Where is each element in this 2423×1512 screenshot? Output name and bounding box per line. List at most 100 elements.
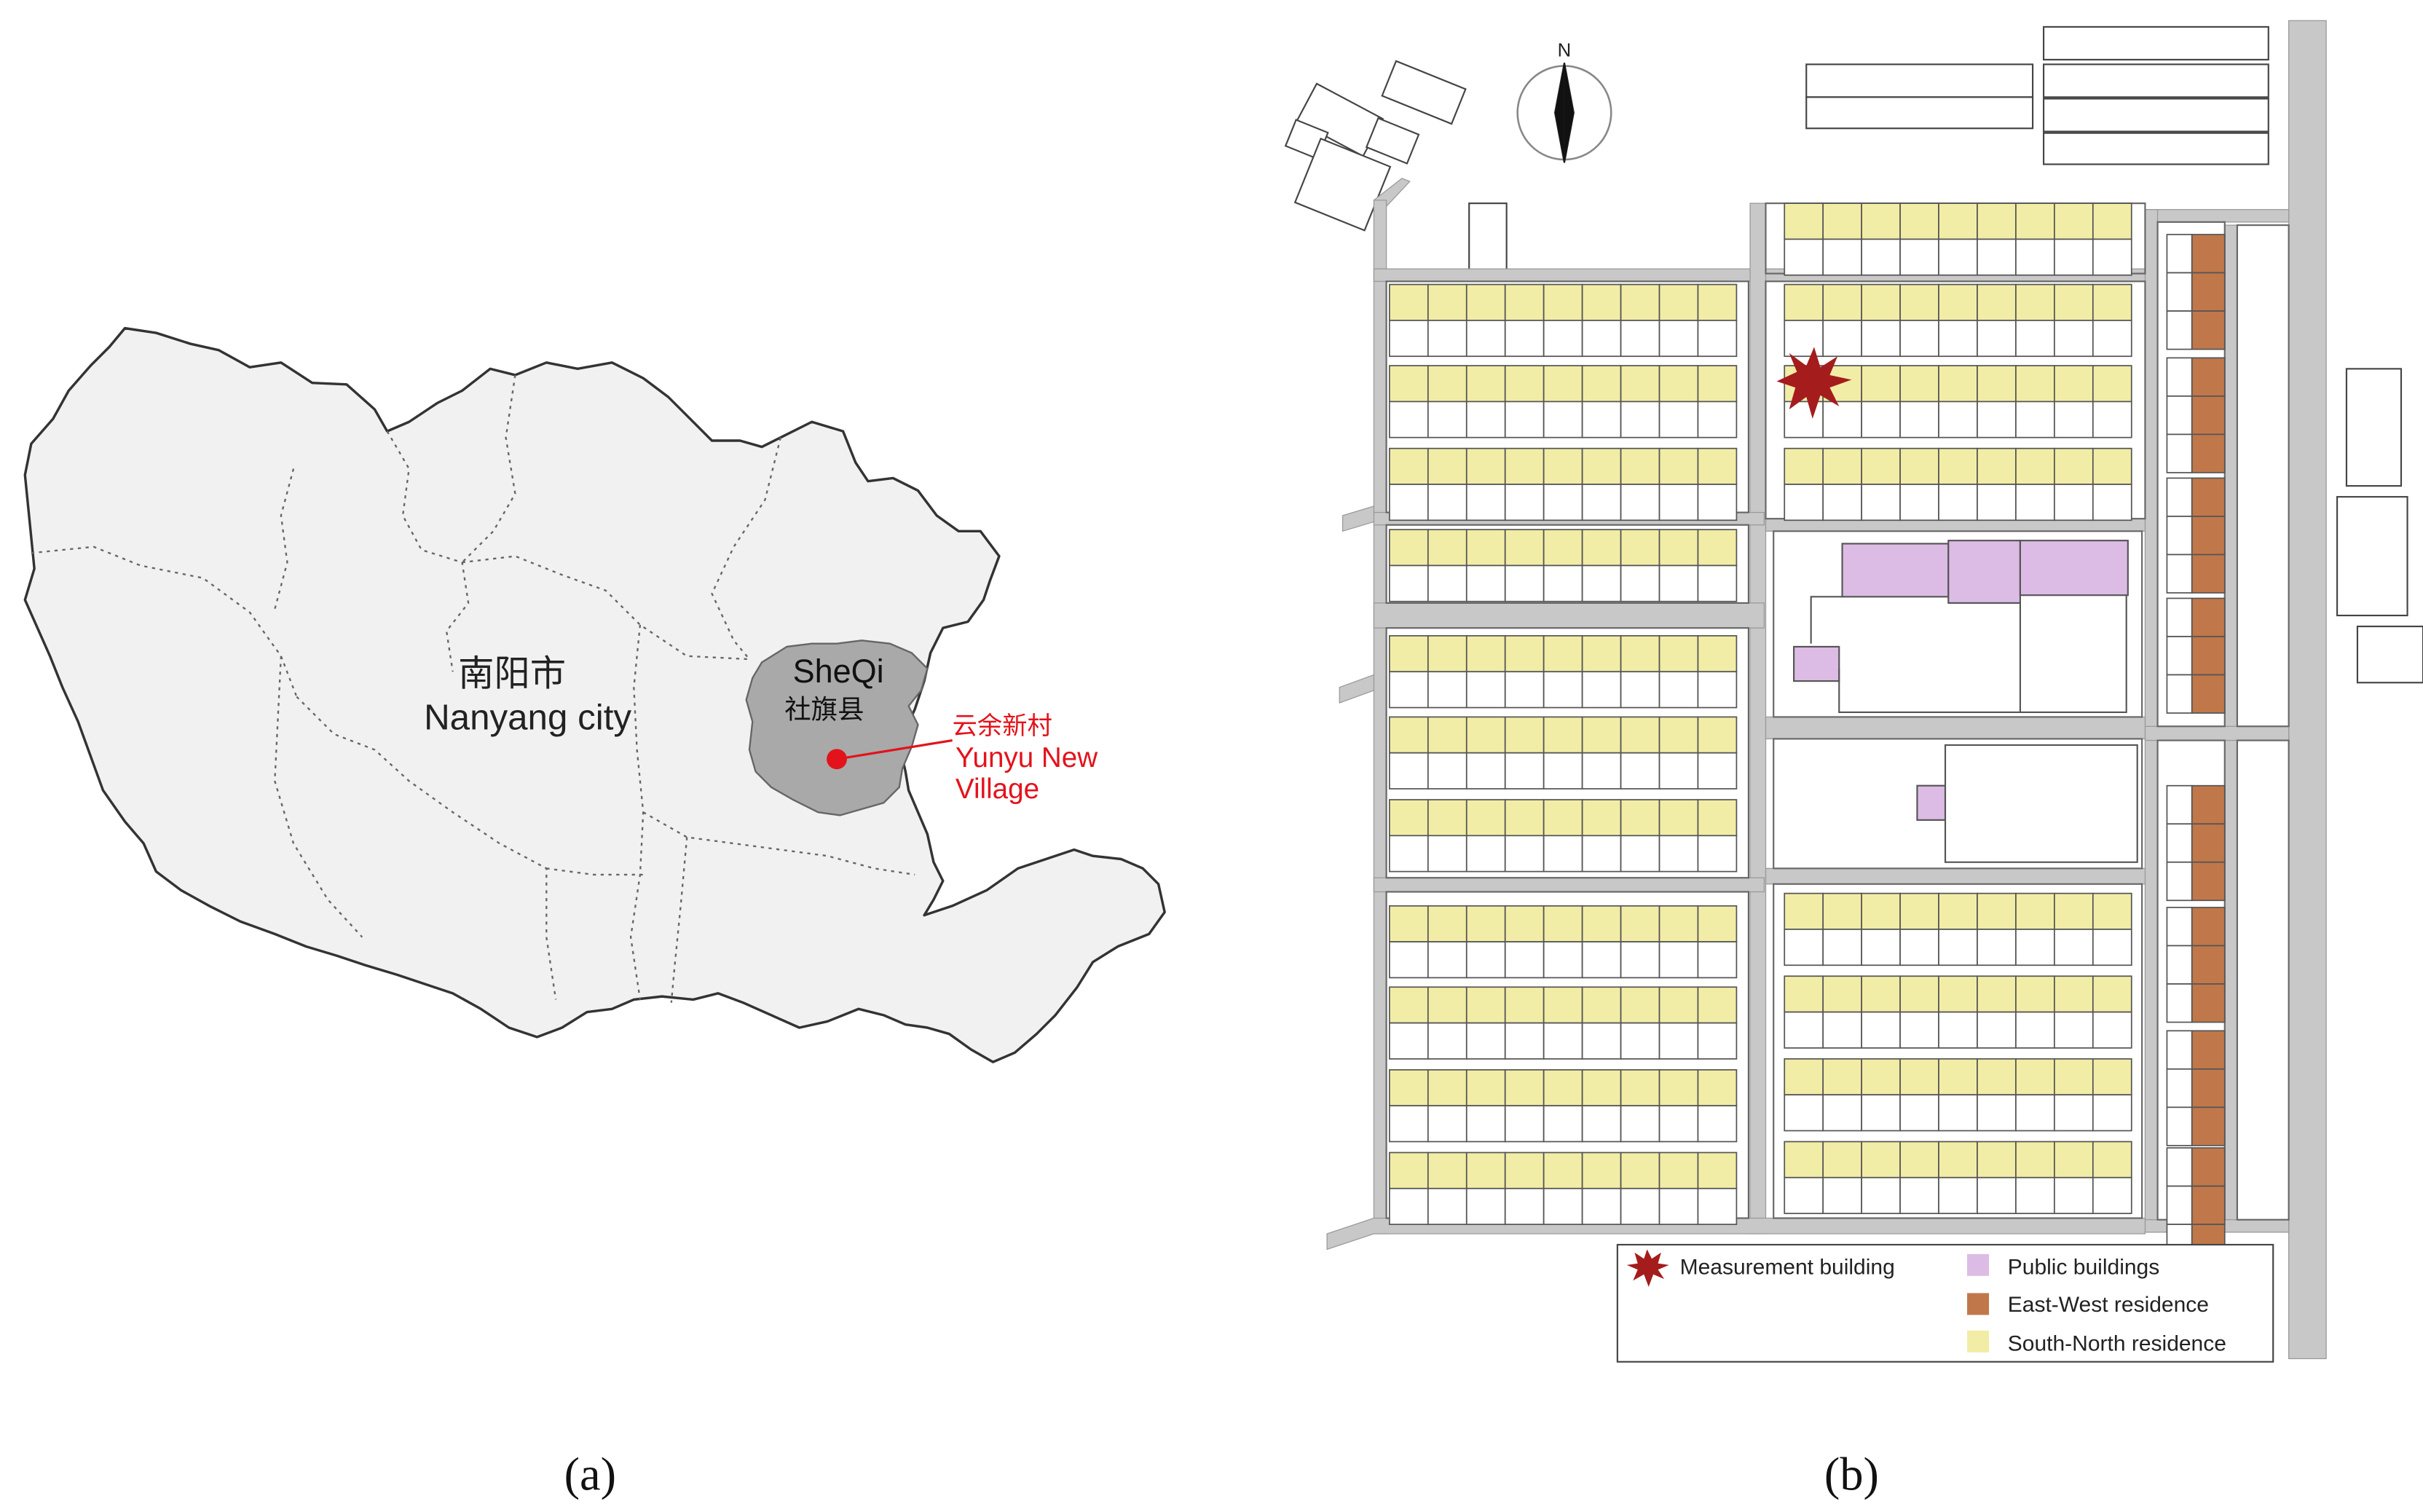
legend: Measurement building Public buildings Ea… [1616, 1243, 2274, 1363]
east-west-unit [2191, 272, 2226, 312]
south-north-unit [1658, 447, 1699, 485]
south-north-unit-lower [1658, 671, 1699, 709]
south-north-unit [1938, 365, 1978, 403]
south-north-unit [1697, 905, 1738, 942]
south-north-unit-lower [1465, 752, 1506, 790]
south-north-unit [1977, 1141, 2017, 1178]
south-north-unit-lower [1620, 1187, 1660, 1225]
south-north-unit [1784, 1058, 1824, 1096]
south-north-unit [1899, 975, 1939, 1013]
south-north-unit-lower [1899, 1176, 1939, 1214]
south-north-unit [1822, 283, 1862, 321]
south-north-unit-lower [1899, 238, 1939, 276]
east-west-unit-left [2166, 395, 2193, 436]
south-north-unit [1620, 905, 1660, 942]
south-north-unit-lower [1427, 1022, 1467, 1060]
south-north-unit-lower [1543, 1022, 1583, 1060]
south-north-unit [1504, 986, 1545, 1024]
south-north-unit [1822, 447, 1862, 485]
south-north-unit [1697, 283, 1738, 321]
east-west-unit [2191, 357, 2226, 397]
south-north-unit-lower [1822, 484, 1862, 521]
south-north-unit-lower [1697, 941, 1738, 979]
south-north-unit [1389, 529, 1429, 567]
caption-a: (a) [564, 1449, 616, 1500]
south-north-unit-lower [1697, 484, 1738, 521]
south-north-unit-lower [1697, 1022, 1738, 1060]
south-north-unit [1697, 447, 1738, 485]
south-north-unit-lower [1977, 238, 2017, 276]
south-north-unit [1784, 1141, 1824, 1178]
south-north-unit [1427, 1069, 1467, 1107]
south-north-unit [1465, 1151, 1506, 1189]
legend-south-north-label: South-North residence [2008, 1332, 2226, 1356]
south-north-unit-lower [1977, 1011, 2017, 1049]
south-north-unit [1543, 447, 1583, 485]
south-north-unit-lower [1697, 835, 1738, 873]
legend-box [1616, 1243, 2274, 1363]
south-north-unit [2054, 365, 2094, 403]
south-north-unit-lower [1784, 320, 1824, 358]
south-north-unit-lower [2054, 401, 2094, 438]
south-north-unit-lower [1620, 320, 1660, 358]
roads [1326, 20, 2327, 1360]
east-west-unit-left [2166, 861, 2193, 902]
south-north-unit-lower [1389, 752, 1429, 790]
south-north-unit [1861, 1141, 1901, 1178]
south-north-unit [1658, 635, 1699, 673]
east-west-unit-left [2166, 1068, 2193, 1109]
south-north-unit-lower [1658, 835, 1699, 873]
south-north-unit-lower [1620, 1022, 1660, 1060]
south-north-unit-lower [1543, 1187, 1583, 1225]
south-north-unit [1504, 283, 1545, 321]
south-north-unit [1543, 1069, 1583, 1107]
south-north-unit [1543, 986, 1583, 1024]
south-north-unit-lower [2092, 484, 2132, 521]
east-west-unit [2191, 554, 2226, 594]
south-north-unit [1504, 1069, 1545, 1107]
south-north-unit [1938, 1141, 1978, 1178]
south-north-unit-lower [1543, 835, 1583, 873]
south-north-unit [1465, 1069, 1506, 1107]
south-north-unit-lower [1465, 1022, 1506, 1060]
south-north-unit-lower [1504, 1105, 1545, 1143]
south-north-unit [1427, 986, 1467, 1024]
south-north-unit-lower [1620, 1105, 1660, 1143]
south-north-unit [1697, 635, 1738, 673]
legend-public-label: Public buildings [2008, 1256, 2159, 1280]
south-north-unit [1938, 283, 1978, 321]
south-north-unit [1465, 365, 1506, 403]
east-west-unit [2191, 310, 2226, 350]
east-west-unit [2191, 784, 2226, 825]
south-north-unit-lower [1899, 929, 1939, 966]
south-north-unit-lower [1861, 1094, 1901, 1132]
south-north-unit [1899, 1058, 1939, 1096]
south-north-unit-lower [1658, 1022, 1699, 1060]
south-north-unit-lower [1620, 401, 1660, 438]
south-north-unit-lower [2092, 1011, 2132, 1049]
east-west-unit [2191, 433, 2226, 473]
south-north-unit-lower [1504, 1022, 1545, 1060]
south-north-unit [1977, 365, 2017, 403]
east-west-unit [2191, 907, 2226, 947]
east-west-unit-left [2166, 597, 2193, 637]
south-north-unit-lower [1620, 752, 1660, 790]
south-north-unit-lower [2054, 238, 2094, 276]
south-north-unit-lower [1658, 320, 1699, 358]
south-north-unit-lower [1977, 1176, 2017, 1214]
caption-b: (b) [1824, 1449, 1879, 1500]
south-north-unit [1938, 1058, 1978, 1096]
south-north-unit [1389, 635, 1429, 673]
south-north-unit [1543, 365, 1583, 403]
district-boundaries [31, 374, 915, 1003]
south-north-unit [1620, 447, 1660, 485]
east-west-unit [2191, 1185, 2226, 1225]
south-north-unit [1822, 892, 1862, 930]
south-north-unit-lower [1822, 1011, 1862, 1049]
south-north-unit [1504, 447, 1545, 485]
south-north-unit-lower [1427, 1187, 1467, 1225]
south-north-unit-lower [1784, 1176, 1824, 1214]
east-west-unit-left [2166, 272, 2193, 312]
south-north-unit [2054, 202, 2094, 240]
south-north-unit-lower [1504, 320, 1545, 358]
